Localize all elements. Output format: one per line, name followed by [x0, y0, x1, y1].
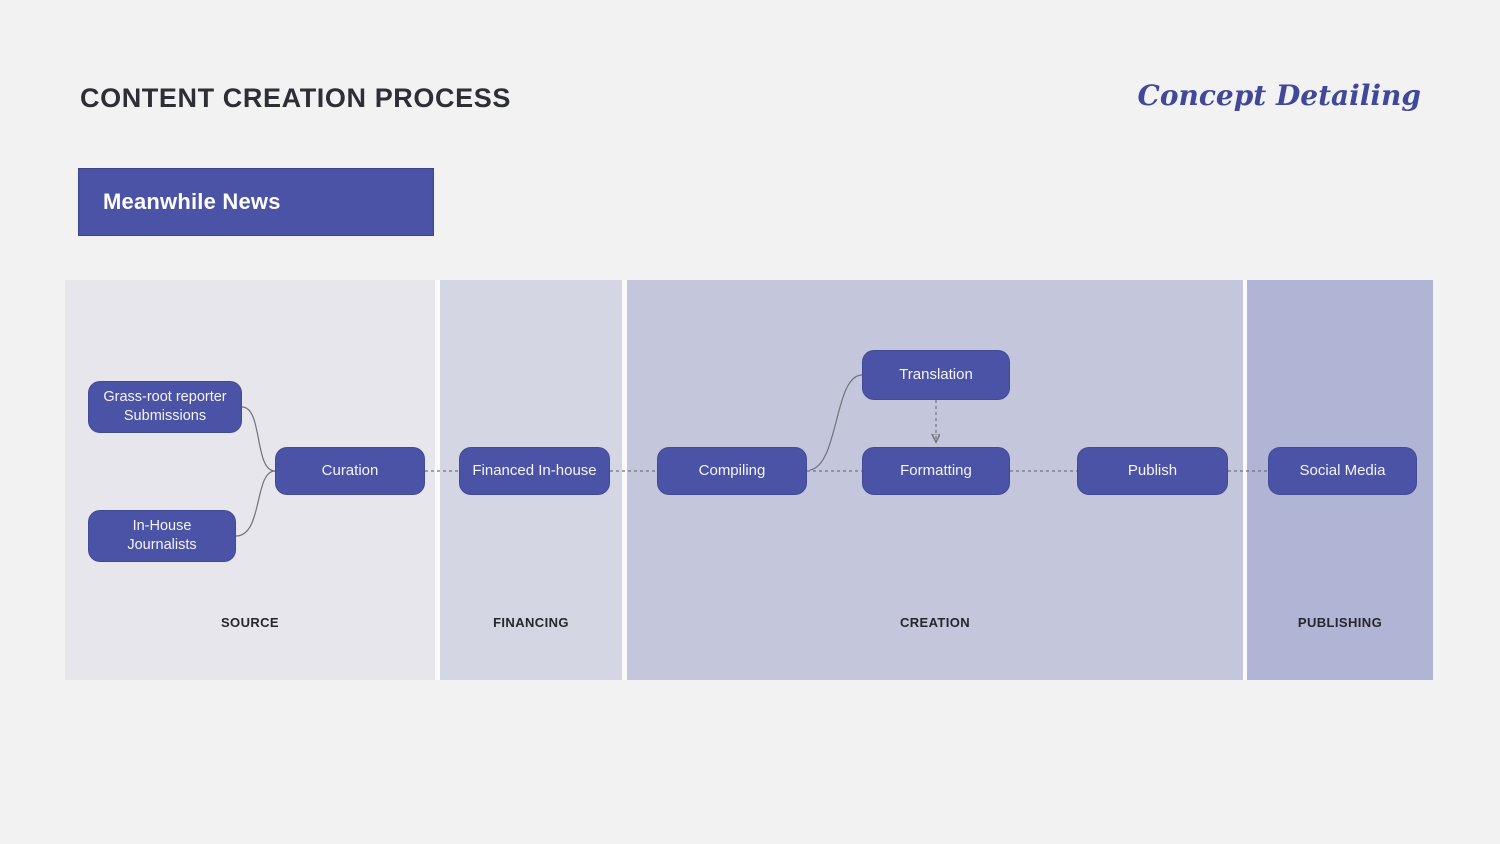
connector-layer	[235, 374, 1268, 537]
node-grassroot-label-line1: Grass-root reporter	[103, 389, 227, 406]
entity-banner: Meanwhile News	[78, 168, 434, 236]
node-social-label: Social Media	[1299, 462, 1386, 480]
node-financed-label: Financed In-house	[472, 462, 597, 480]
page-title: CONTENT CREATION PROCESS	[80, 83, 511, 113]
column-source-label: SOURCE	[220, 615, 280, 630]
node-grassroot-label-line2: Submissions	[123, 408, 207, 424]
node-grassroot-submissions: Grass-root reporter Submissions	[88, 381, 242, 433]
node-publish-label: Publish	[1127, 462, 1178, 480]
node-publish: Publish	[1077, 447, 1228, 495]
connector-compiling-translation	[809, 374, 863, 471]
column-financing-label: FINANCING	[493, 615, 569, 630]
node-formatting: Formatting	[862, 447, 1010, 495]
node-inhouse-label-line1: In-House	[132, 518, 192, 535]
node-compiling-label: Compiling	[698, 462, 766, 480]
brand-logo: Concept Detailing	[1137, 79, 1421, 112]
node-compiling: Compiling	[657, 447, 807, 495]
node-formatting-label: Formatting	[900, 462, 972, 480]
node-inhouse-journalists: In-House Journalists	[88, 510, 236, 562]
column-publishing-label: PUBLISHING	[1297, 615, 1383, 630]
column-creation-label: CREATION	[899, 615, 971, 630]
node-translation: Translation	[862, 350, 1010, 400]
node-social-media: Social Media	[1268, 447, 1417, 495]
entity-banner-label: Meanwhile News	[103, 189, 281, 214]
node-curation-label: Curation	[321, 462, 379, 480]
connector-grassroot-curation	[241, 406, 276, 472]
node-curation: Curation	[275, 447, 425, 495]
connector-inhouse-curation	[235, 470, 276, 537]
node-translation-label: Translation	[899, 366, 973, 384]
process-diagram: SOURCE FINANCING CREATION PUBLISHING Gra…	[65, 280, 1433, 680]
node-inhouse-label-line2: Journalists	[127, 537, 197, 553]
node-financed-inhouse: Financed In-house	[459, 447, 610, 495]
